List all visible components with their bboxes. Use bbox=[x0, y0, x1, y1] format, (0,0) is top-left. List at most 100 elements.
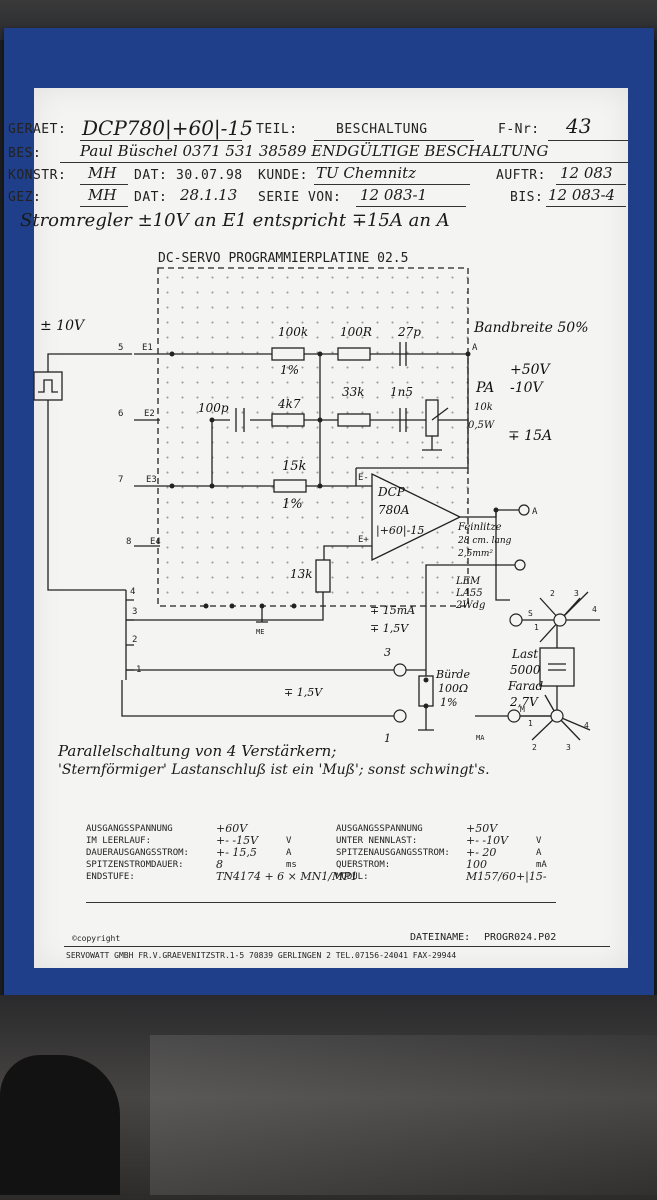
spec-unit: ms bbox=[286, 860, 297, 870]
serie-value: 12 083-1 bbox=[360, 186, 428, 204]
bes-label: BES: bbox=[8, 146, 42, 161]
svg-text:|+60|-15: |+60|-15 bbox=[376, 524, 424, 538]
spec-value: 8 bbox=[216, 858, 223, 871]
dateiname-label: DATEINAME: bbox=[410, 932, 471, 943]
svg-text:1: 1 bbox=[384, 732, 391, 745]
svg-text:∓ 15A: ∓ 15A bbox=[508, 428, 552, 444]
svg-text:M: M bbox=[520, 705, 525, 714]
bis-value: 12 083-4 bbox=[548, 186, 616, 204]
svg-text:1%: 1% bbox=[280, 363, 299, 377]
svg-text:2,7V: 2,7V bbox=[509, 695, 539, 709]
svg-text:1: 1 bbox=[528, 719, 533, 728]
svg-text:2,5mm²: 2,5mm² bbox=[457, 549, 493, 559]
kunde-label: KUNDE: bbox=[258, 168, 308, 183]
spec-unit: V bbox=[286, 836, 292, 846]
resistor-13k bbox=[315, 559, 331, 593]
fnr-label: F-Nr: bbox=[498, 122, 540, 137]
header-note: Stromregler ±10V an E1 entspricht ∓15A a… bbox=[20, 210, 450, 231]
spec-label: ENDSTUFE: bbox=[86, 872, 135, 882]
svg-text:100R: 100R bbox=[340, 325, 372, 339]
svg-text:S: S bbox=[528, 609, 533, 618]
svg-text:E2: E2 bbox=[144, 409, 155, 419]
spec-value: +- 15,5 bbox=[216, 846, 257, 859]
dat2-label: DAT: bbox=[134, 190, 168, 205]
svg-text:5: 5 bbox=[118, 343, 123, 353]
dat1-label: DAT: bbox=[134, 168, 168, 183]
spec-label: IM LEERLAUF: bbox=[86, 836, 152, 846]
spec-label: UNTER NENNLAST: bbox=[336, 836, 418, 846]
spec-row: ENDSTUFE:TN4174 + 6 × MN1/MP1 bbox=[86, 870, 358, 884]
spec-label: AUSGANGSSPANNUNG bbox=[336, 824, 423, 834]
spec-row: MODUL:M157/60+|15- bbox=[336, 870, 606, 884]
svg-text:A: A bbox=[532, 507, 538, 517]
capacitor-100p bbox=[235, 408, 245, 432]
remark-line-1: Parallelschaltung von 4 Verstärkern; bbox=[58, 742, 337, 760]
svg-text:1: 1 bbox=[136, 665, 141, 675]
gez-value: MH bbox=[88, 186, 117, 204]
svg-text:3: 3 bbox=[574, 589, 579, 598]
footer: SERVOWATT GMBH FR.V.GRAEVENITZSTR.1-5 70… bbox=[66, 951, 457, 960]
svg-text:3: 3 bbox=[384, 646, 391, 659]
svg-text:3: 3 bbox=[566, 743, 571, 752]
resistor-33k bbox=[337, 413, 371, 427]
auftr-label: AUFTR: bbox=[496, 168, 546, 183]
svg-text:DCP: DCP bbox=[377, 485, 406, 499]
teil-label: TEIL: bbox=[256, 122, 298, 137]
spec-label: SPITZENAUSGANGSSTROM: bbox=[336, 848, 450, 858]
resistor-100r bbox=[337, 347, 371, 361]
spec-unit: A bbox=[286, 848, 292, 858]
svg-text:A: A bbox=[472, 343, 478, 353]
spec-value: 100 bbox=[466, 858, 487, 871]
svg-text:28 cm. lang: 28 cm. lang bbox=[457, 536, 512, 546]
svg-text:33k: 33k bbox=[342, 385, 365, 399]
board-title: DC-SERVO PROGRAMMIERPLATINE 02.5 bbox=[158, 251, 408, 266]
svg-text:Feinlitze: Feinlitze bbox=[457, 522, 502, 533]
spec-unit: A bbox=[536, 848, 542, 858]
serie-label: SERIE VON: bbox=[258, 190, 342, 205]
svg-text:-10V: -10V bbox=[510, 380, 545, 396]
svg-text:MA: MA bbox=[476, 734, 485, 742]
spec-unit: mA bbox=[536, 860, 547, 870]
konstr-label: KONSTR: bbox=[8, 168, 67, 183]
svg-text:LEM: LEM bbox=[455, 576, 481, 587]
svg-text:100p: 100p bbox=[198, 401, 229, 415]
svg-text:Bürde: Bürde bbox=[435, 668, 470, 681]
svg-text:4: 4 bbox=[130, 587, 135, 597]
bis-label: BIS: bbox=[510, 190, 544, 205]
terminal-star-bottom bbox=[550, 709, 564, 723]
resistor-4k7 bbox=[271, 413, 305, 427]
geraet-label: GERAET: bbox=[8, 122, 67, 137]
spec-row: AUSGANGSSPANNUNG+60V bbox=[86, 822, 336, 836]
terminal-1 bbox=[393, 709, 407, 723]
svg-text:∓ 15mA: ∓ 15mA bbox=[370, 604, 415, 617]
terminal-lem bbox=[514, 559, 526, 571]
svg-text:2: 2 bbox=[550, 589, 555, 598]
potentiometer-pa bbox=[425, 399, 439, 437]
svg-text:ME: ME bbox=[256, 628, 264, 636]
svg-text:± 10V: ± 10V bbox=[40, 318, 86, 334]
kunde-value: TU Chemnitz bbox=[316, 164, 417, 182]
load-capacitor bbox=[539, 647, 575, 687]
source-symbol bbox=[33, 371, 63, 401]
svg-text:3: 3 bbox=[132, 607, 137, 617]
terminal-3 bbox=[393, 663, 407, 677]
shoe bbox=[0, 1055, 120, 1195]
svg-text:E1: E1 bbox=[142, 343, 153, 353]
square-wave-icon bbox=[38, 379, 58, 393]
svg-text:Last: Last bbox=[511, 647, 538, 661]
geraet-value: DCP780|+60|-15 bbox=[82, 116, 253, 140]
capacitor-27p bbox=[399, 342, 407, 366]
spec-value: +- -15V bbox=[216, 834, 259, 847]
svg-text:1%: 1% bbox=[440, 696, 457, 709]
board-outline bbox=[157, 267, 469, 607]
svg-text:13k: 13k bbox=[290, 567, 313, 581]
teil-value: BESCHALTUNG bbox=[336, 122, 428, 137]
svg-text:1%: 1% bbox=[282, 497, 303, 512]
svg-text:4: 4 bbox=[592, 605, 597, 614]
svg-text:E3: E3 bbox=[146, 475, 157, 485]
terminal-m bbox=[507, 709, 521, 723]
